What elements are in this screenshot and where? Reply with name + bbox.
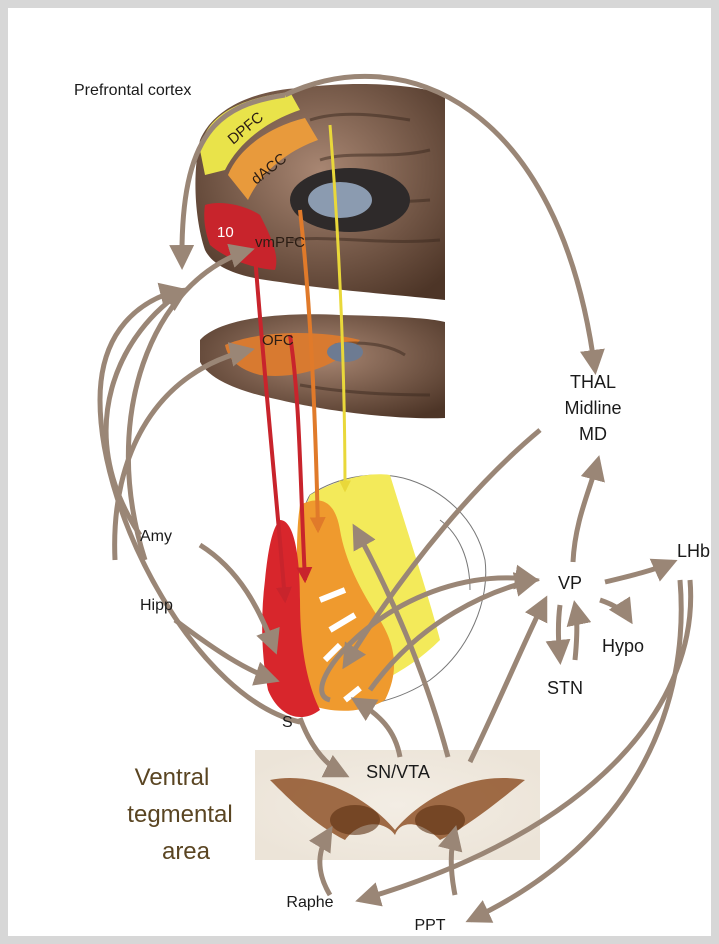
lhb-label: LHb [677, 541, 710, 561]
vta-title-line2: tegmental [127, 801, 232, 828]
medial-brain-image [195, 84, 445, 300]
ppt-label: PPT [414, 917, 445, 934]
vta-title-line1: Ventral [135, 764, 210, 791]
thal-md-label: MD [579, 424, 607, 444]
thal-midline-label: Midline [564, 398, 621, 418]
sn-vta-label: SN/VTA [366, 762, 430, 782]
hypo-label: Hypo [602, 636, 644, 656]
amy-label: Amy [140, 528, 172, 545]
area-10-label: 10 [217, 224, 234, 241]
vmpfc-label: vmPFC [255, 234, 305, 251]
striatum-s-label: S [282, 714, 293, 731]
vp-label: VP [558, 573, 582, 593]
hipp-label: Hipp [140, 597, 173, 614]
orbital-brain-image [200, 314, 445, 418]
vta-title-line3: area [162, 838, 211, 865]
prefrontal-cortex-label: Prefrontal cortex [74, 82, 191, 99]
ofc-label: OFC [262, 332, 294, 349]
raphe-label: Raphe [286, 894, 333, 911]
thal-label: THAL [570, 372, 616, 392]
stn-label: STN [547, 678, 583, 698]
